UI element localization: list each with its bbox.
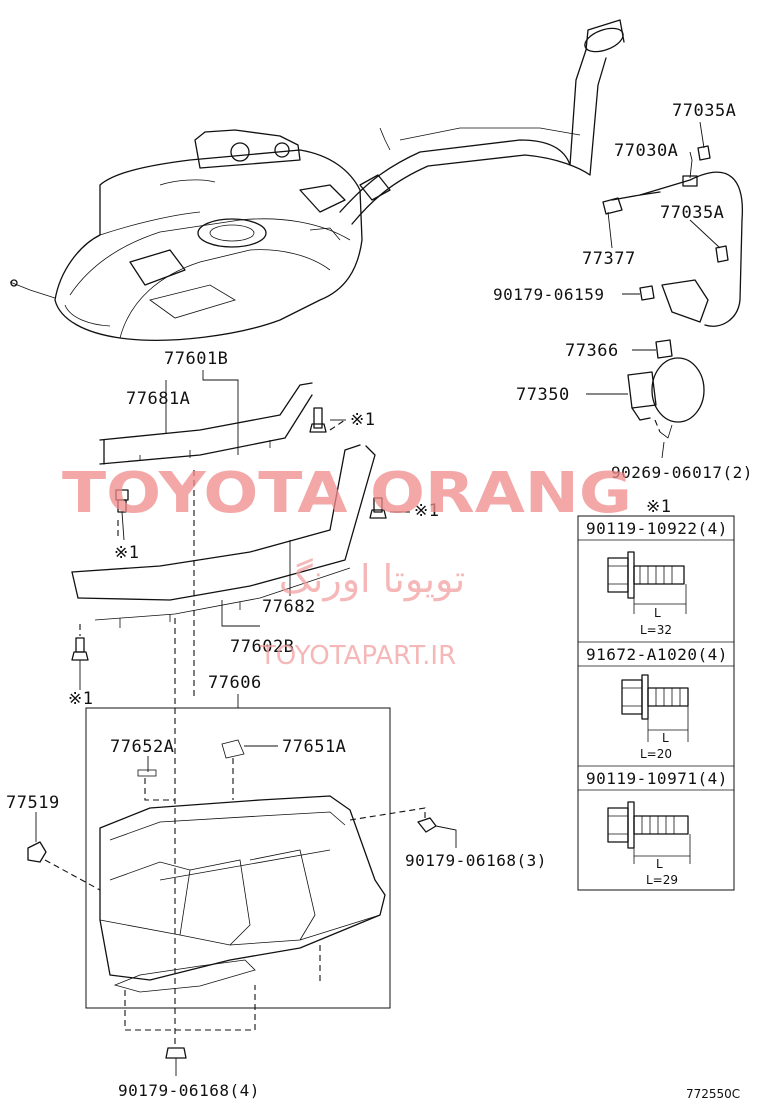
label-90179-06168-4: 90179-06168(4) — [118, 1081, 260, 1100]
label-77035a-mid: 77035A — [660, 203, 724, 223]
legend-bolt-3-part: 90119-10971(4) — [586, 769, 728, 788]
label-mark1-c: ※1 — [414, 501, 439, 521]
figure-id: 772550C — [686, 1087, 740, 1101]
band-bolt-2 — [115, 489, 129, 513]
protector-clip-77519 — [27, 841, 47, 863]
legend-bolt-3-length: L=29 — [646, 873, 678, 887]
label-77651a: 77651A — [282, 737, 346, 757]
label-77601b: 77601B — [164, 349, 228, 369]
hex-flange-bolt-2-icon — [621, 674, 689, 720]
fuel-tank-protector — [99, 739, 386, 993]
label-77606: 77606 — [208, 673, 262, 693]
legend-bolt-2-part: 91672-A1020(4) — [586, 645, 728, 664]
band-bolt-4 — [71, 637, 89, 661]
label-77682: 77682 — [262, 597, 316, 617]
legend-bolt-2-dim: L — [662, 731, 669, 745]
watermark-persian: تویوتا اورنگ — [279, 557, 466, 602]
bolt-legend: ※1 90119-10922(4) L L=32 91672-A1020(4) — [577, 497, 735, 891]
watermark-main: TOYOTA ORANG — [62, 461, 632, 526]
legend-mark: ※1 — [646, 497, 671, 517]
dashed-reference-lines — [44, 419, 661, 1048]
fuel-tank — [9, 129, 363, 341]
band-bolt-1 — [309, 407, 327, 433]
watermark-url: TOYOTAPART.IR — [259, 641, 456, 671]
leader-lines — [35, 121, 721, 1076]
label-90269-06017: 90269-06017(2) — [611, 463, 753, 482]
label-77652a: 77652A — [110, 737, 174, 757]
label-77030a: 77030A — [614, 141, 678, 161]
hex-bolt-3-icon — [607, 801, 689, 849]
label-mark1-a: ※1 — [350, 410, 375, 430]
label-77519: 77519 — [6, 793, 60, 813]
fuel-filler-lid — [627, 339, 705, 439]
legend-bolt-2-length: L=20 — [640, 747, 672, 761]
band-bolt-3 — [369, 497, 387, 519]
label-77366: 77366 — [565, 341, 619, 361]
label-90179-06159: 90179-06159 — [493, 285, 604, 304]
label-77377: 77377 — [582, 249, 636, 269]
legend-bolt-3-dim: L — [656, 857, 663, 871]
legend-bolt-1-length: L=32 — [640, 623, 672, 637]
hex-bolt-1-icon — [607, 551, 685, 599]
watermark: TOYOTA ORANG تویوتا اورنگ TOYOTAPART.IR — [62, 461, 632, 671]
protector-clip-bottom — [165, 1047, 187, 1059]
label-77035a-top: 77035A — [672, 101, 736, 121]
label-77681a: 77681A — [126, 389, 190, 409]
legend-box — [577, 515, 735, 891]
protector-clip-right — [417, 817, 437, 833]
label-mark1-d: ※1 — [68, 689, 93, 709]
fuel-filler-pipe — [339, 19, 625, 225]
label-77350: 77350 — [516, 385, 570, 405]
legend-bolt-1-dim: L — [654, 606, 661, 620]
label-77602b: 77602B — [230, 637, 294, 657]
legend-bolt-1-part: 90119-10922(4) — [586, 519, 728, 538]
fuel-lid-opener-cable — [602, 145, 744, 327]
fuel-tank-band-upper — [99, 382, 313, 465]
label-90179-06168-3: 90179-06168(3) — [405, 851, 547, 870]
part-labels: 77035A 77030A 77035A 77377 90179-06159 7… — [6, 101, 753, 1100]
label-mark1-b: ※1 — [114, 543, 139, 563]
